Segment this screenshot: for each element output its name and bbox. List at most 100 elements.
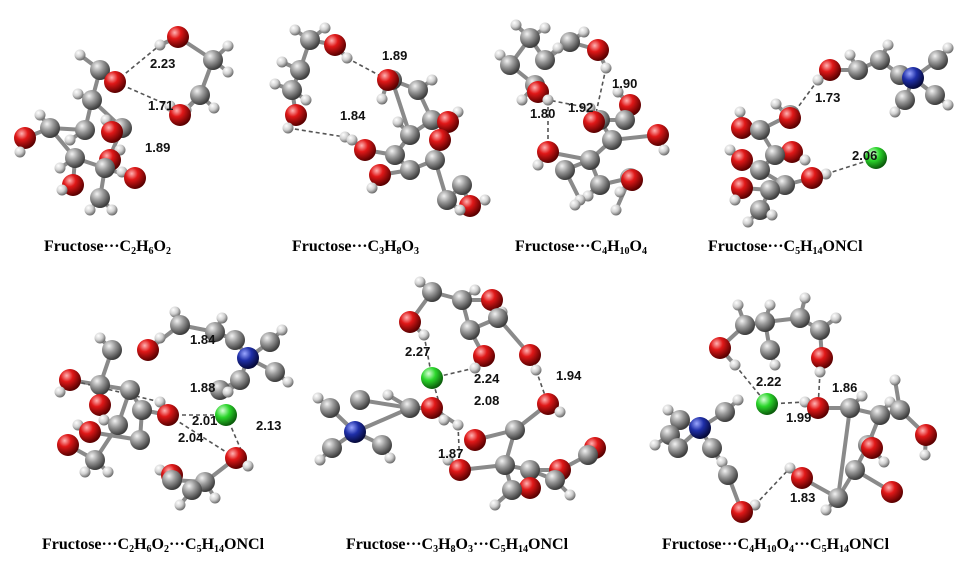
hydrogen-atom xyxy=(300,94,312,106)
carbon-atom xyxy=(230,370,250,390)
oxygen-atom xyxy=(807,397,829,419)
bond-distance-label: 1.88 xyxy=(190,380,215,395)
carbon-atom xyxy=(120,380,140,400)
nitrogen-atom xyxy=(902,67,924,89)
hydrogen-bond xyxy=(287,127,346,138)
hydrogen-atom xyxy=(222,40,234,52)
bond-distance-label: 1.92 xyxy=(568,100,593,115)
carbon-atom xyxy=(520,28,540,48)
carbon-atom xyxy=(735,315,755,335)
bond-distance-label: 1.71 xyxy=(148,98,173,113)
carbon-atom xyxy=(65,148,85,168)
hydrogen-atom xyxy=(742,216,754,228)
hydrogen-atom xyxy=(878,456,890,468)
carbon-atom xyxy=(132,400,152,420)
hydrogen-atom xyxy=(154,39,166,51)
hydrogen-atom xyxy=(84,204,96,216)
hydrogen-atom xyxy=(72,88,84,100)
hydrogen-atom xyxy=(614,186,626,198)
atoms-p6 xyxy=(312,276,606,511)
caption-fructose-c3h8o3-c5h14oncl: Fructose···C3H8O3···C5H14ONCl xyxy=(346,536,569,555)
oxygen-atom xyxy=(801,167,823,189)
hydrogen-atom xyxy=(222,66,234,78)
hydrogen-atom xyxy=(489,499,501,511)
oxygen-atom xyxy=(811,347,833,369)
carbon-atom xyxy=(437,190,457,210)
hydrogen-atom xyxy=(612,86,624,98)
carbon-atom xyxy=(90,188,110,208)
hydrogen-atom xyxy=(54,386,66,398)
covalent-bond xyxy=(836,406,852,500)
oxygen-atom xyxy=(587,39,609,61)
carbon-atom xyxy=(500,55,520,75)
carbon-atom xyxy=(488,308,508,328)
carbon-atom xyxy=(182,480,202,500)
carbon-atom xyxy=(162,470,182,490)
carbon-atom xyxy=(40,118,60,138)
carbon-atom xyxy=(615,110,635,130)
hydrogen-atom xyxy=(392,116,404,128)
bond-distance-label: 2.13 xyxy=(256,418,281,433)
caption-fructose-c2h6o2-c5h14oncl: Fructose···C2H6O2···C5H14ONCl xyxy=(42,536,265,555)
hydrogen-atom xyxy=(376,93,388,105)
oxygen-atom xyxy=(519,344,541,366)
hydrogen-atom xyxy=(102,466,114,478)
carbon-atom xyxy=(870,50,890,70)
caption-fructose-c4h10o4: Fructose···C4H10O4 xyxy=(515,238,647,257)
carbon-atom xyxy=(760,180,780,200)
hydrogen-atom xyxy=(94,332,106,344)
hydrogen-atom xyxy=(98,414,110,426)
oxygen-atom xyxy=(449,459,471,481)
hydrogen-atom xyxy=(856,390,868,402)
oxygen-atom xyxy=(861,437,883,459)
hydrogen-atom xyxy=(729,359,741,371)
carbon-atom xyxy=(828,488,848,508)
oxygen-atom xyxy=(157,404,179,426)
carbon-atom xyxy=(810,320,830,340)
hydrogen-atom xyxy=(312,392,324,404)
carbon-atom xyxy=(495,455,515,475)
distance-labels-p1: 2.231.711.89 xyxy=(145,56,175,155)
oxygen-atom xyxy=(62,174,84,196)
carbon-atom xyxy=(670,410,690,430)
oxygen-atom xyxy=(473,345,495,367)
hydrogen-atom xyxy=(542,94,554,106)
oxygen-atom xyxy=(647,124,669,146)
oxygen-atom xyxy=(225,447,247,469)
hydrogen-atom xyxy=(662,404,674,416)
hydrogen-atom xyxy=(578,26,590,38)
hydrogen-atom xyxy=(812,74,824,86)
hydrogen-atom xyxy=(174,499,186,511)
hydrogen-atom xyxy=(882,39,894,51)
bond-distance-label: 1.99 xyxy=(786,410,811,425)
hydrogen-atom xyxy=(770,98,782,110)
hydrogen-atom xyxy=(242,460,254,472)
hydrogen-atom xyxy=(799,154,811,166)
carbon-atom xyxy=(75,120,95,140)
hydrogen-atom xyxy=(724,144,736,156)
atoms-p1 xyxy=(14,26,234,216)
oxygen-atom xyxy=(437,111,459,133)
hydrogen-atom xyxy=(276,324,288,336)
bond-distance-label: 2.24 xyxy=(474,371,500,386)
bond-distance-label: 1.84 xyxy=(190,332,216,347)
carbon-atom xyxy=(408,80,428,100)
carbon-atom xyxy=(265,362,285,382)
chlorine-atom xyxy=(215,404,237,426)
oxygen-atom xyxy=(791,467,813,489)
oxygen-atom xyxy=(104,71,126,93)
carbon-atom xyxy=(925,85,945,105)
oxygen-atom xyxy=(621,169,643,191)
atoms-p3 xyxy=(494,19,670,216)
hydrogen-atom xyxy=(584,102,596,114)
hydrogen-atom xyxy=(208,102,220,114)
hydrogen-atom xyxy=(282,122,294,134)
hydrogen-atom xyxy=(346,134,358,146)
carbon-atom xyxy=(108,415,128,435)
carbon-atom xyxy=(895,90,915,110)
nitrogen-atom xyxy=(689,417,711,439)
hydrogen-atom xyxy=(222,386,234,398)
bond-distance-label: 1.89 xyxy=(382,48,407,63)
carbon-atom xyxy=(502,480,522,500)
